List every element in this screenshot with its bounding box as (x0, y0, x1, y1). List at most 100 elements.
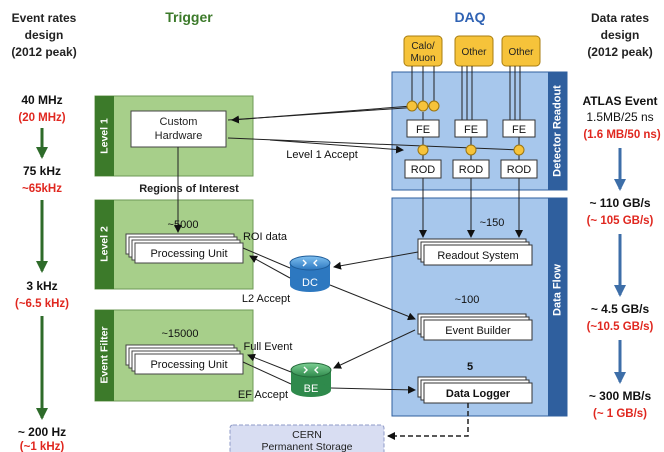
event-builder-count: ~100 (455, 294, 480, 306)
event-rate-storage: ~ 200 Hz (18, 425, 66, 439)
calo-muon-line1: Calo/ (411, 41, 435, 52)
ef-to-be-line (242, 361, 292, 385)
event-rates-heading-1: Event rates (12, 11, 77, 25)
event-rate-l2: 75 kHz (23, 164, 61, 178)
l1-input-arrow (231, 105, 413, 124)
be-to-ef-arrow (247, 353, 292, 373)
level2-tab (95, 200, 114, 289)
rod-label-2: ROD (459, 164, 484, 176)
data-rate-logger-peak: (~ 1 GB/s) (593, 408, 647, 420)
l1-accept-arrow (269, 139, 404, 154)
pu-to-dc-line (242, 247, 291, 269)
full-event-label: Full Event (244, 341, 293, 353)
data-rates-heading-2: design (601, 28, 640, 42)
other-box-1 (454, 35, 494, 67)
detector-other-1: Other (454, 35, 494, 67)
readout-count: ~150 (480, 217, 505, 229)
l2-processing-unit-box (134, 242, 244, 264)
ef-processing-stack (125, 344, 244, 375)
other-label-1: Other (461, 47, 487, 58)
eb-to-be-arrow (333, 329, 416, 369)
data-logger-stack (417, 376, 533, 404)
data-flow-tab (548, 198, 567, 416)
dc-to-pu-arrow (249, 255, 291, 279)
router-arrows-icon (302, 259, 318, 267)
other-box-2 (501, 35, 541, 67)
l2-processing-unit-label: Processing Unit (150, 248, 227, 260)
data-rates-heading-1: Data rates (591, 11, 649, 25)
trigger-heading: Trigger (165, 9, 213, 25)
event-rate-ef-peak: (~6.5 kHz) (15, 298, 69, 310)
ef-accept-label: EF Accept (238, 389, 288, 401)
fe-label-2: FE (464, 124, 478, 136)
level1-tab (95, 96, 114, 176)
event-rate-l1-peak: (20 MHz) (18, 112, 65, 124)
event-builder-label: Event Builder (445, 325, 511, 337)
dot-3 (428, 100, 440, 112)
custom-hardware-line2: Hardware (155, 130, 203, 142)
event-rates-heading-3: (2012 peak) (11, 45, 76, 59)
readout-to-dc-arrow (333, 251, 419, 270)
event-filter-label: Event Filter (99, 326, 111, 383)
data-rates-heading-3: (2012 peak) (587, 45, 652, 59)
dc-router: DC (289, 255, 331, 292)
permanent-storage-label: Permanent Storage (261, 441, 352, 452)
daq-heading: DAQ (454, 9, 485, 25)
dc-router-top (289, 255, 331, 271)
logger-to-storage-line (387, 403, 469, 440)
atlas-event-peak: (1.6 MB/50 ns) (583, 129, 660, 141)
detector-other-2: Other (501, 35, 541, 67)
junction-dots (406, 100, 525, 156)
l2-unit-count: ~5000 (168, 219, 199, 231)
dot-5 (465, 144, 477, 156)
dot-6 (513, 144, 525, 156)
custom-hardware-box (130, 110, 227, 148)
dc-to-eb-arrow (329, 284, 416, 321)
dot-4 (417, 144, 429, 156)
readout-system-stack (417, 238, 533, 266)
dot-1 (406, 100, 418, 112)
roi-data-label: ROI data (243, 231, 288, 243)
ef-processing-unit-box (134, 353, 244, 375)
be-label: BE (304, 383, 319, 395)
level1-accept-label: Level 1 Accept (286, 149, 358, 161)
level1-label: Level 1 (99, 118, 111, 154)
data-rate-readout-peak: (~ 105 GB/s) (587, 215, 654, 227)
event-rate-storage-peak: (~1 kHz) (20, 441, 65, 452)
be-to-logger-arrow (330, 385, 416, 394)
event-rate-l1: 40 MHz (21, 93, 62, 107)
data-logger-box (423, 382, 533, 404)
event-rate-l2-peak: ~65kHz (22, 183, 62, 195)
regions-of-interest-label: Regions of Interest (139, 183, 239, 195)
data-rate-eb: ~ 4.5 GB/s (591, 302, 650, 316)
detector-readout-tab (548, 72, 567, 190)
data-flow-label: Data Flow (552, 264, 564, 316)
l2-accept-label: L2 Accept (242, 293, 290, 305)
event-rates-heading-2: design (25, 28, 64, 42)
data-logger-label: Data Logger (446, 388, 511, 400)
level2-label: Level 2 (99, 226, 111, 262)
data-rate-eb-peak: (~10.5 GB/s) (587, 321, 654, 333)
rod-label-1: ROD (411, 164, 436, 176)
event-builder-stack (417, 313, 533, 341)
event-rate-ef: 3 kHz (26, 279, 57, 293)
be-router: BE (290, 362, 332, 397)
l2-processing-stack (125, 233, 244, 264)
rod-label-3: ROD (507, 164, 532, 176)
detector-readout-label: Detector Readout (552, 85, 564, 177)
data-rate-readout: ~ 110 GB/s (589, 196, 650, 210)
cern-storage-box (229, 424, 385, 452)
custom-hardware-line1: Custom (160, 116, 198, 128)
event-builder-box (423, 319, 533, 341)
readout-system-label: Readout System (437, 250, 518, 262)
ef-processing-unit-label: Processing Unit (150, 359, 227, 371)
data-logger-count: 5 (467, 361, 473, 373)
data-rate-logger: ~ 300 MB/s (589, 389, 652, 403)
level2-connections (174, 147, 419, 394)
detector-lines (411, 66, 521, 120)
event-filter-tab (95, 310, 114, 401)
fe-label-3: FE (512, 124, 526, 136)
atlas-event-size: 1.5MB/25 ns (586, 110, 653, 124)
atlas-event-label: ATLAS Event (582, 94, 657, 108)
